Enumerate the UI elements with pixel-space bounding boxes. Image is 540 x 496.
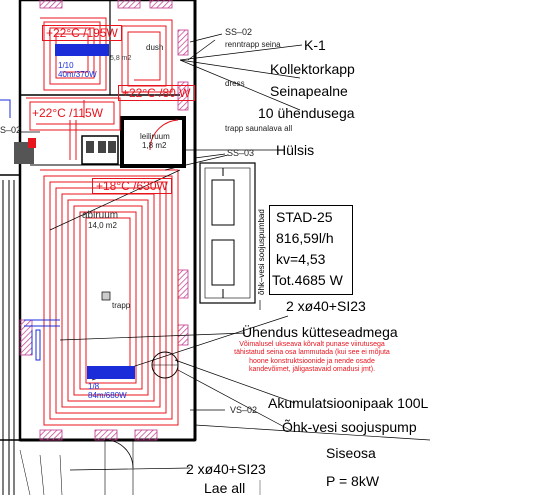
label-uhendusega: 10 ühendusega xyxy=(258,105,355,121)
heat-pump-outline xyxy=(199,162,256,304)
room-name-leiliruum: leiliruum xyxy=(140,132,170,141)
spec-tehnoruum: 84m/680W xyxy=(88,391,127,400)
note-demolition: Võimalusel ukseava kõrvalt punase viirut… xyxy=(234,341,390,374)
loop-tehnoruum: 1/8 xyxy=(88,382,100,391)
label-renntrapp: renntrapp seina xyxy=(225,40,281,49)
temp-eesruum: +22°C /115W xyxy=(32,106,103,120)
dush-label: dush xyxy=(146,43,164,52)
label-ss03: SS–03 xyxy=(227,148,255,158)
label-hulsis: Hülsis xyxy=(276,142,315,158)
label-uhendus: Ühendus kütteseadmega xyxy=(242,324,398,340)
area-uldruum: 5,8 m2 xyxy=(110,55,132,62)
label-ohk-vesi-vertical: õhk–vesi soojuspumbad xyxy=(257,209,266,295)
stad-title: STAD-25 xyxy=(276,209,333,225)
label-vs02: VS–02 xyxy=(230,405,258,415)
label-k1: K-1 xyxy=(304,37,326,53)
temp-uldruum: +22°C /195W xyxy=(42,25,122,41)
stad-kv: kv=4,53 xyxy=(276,251,326,267)
label-trapp-saunalava: trapp saunalava all xyxy=(225,124,293,133)
door-swings xyxy=(149,119,179,151)
sauna-box xyxy=(120,116,186,168)
label-akumulatsioonipaak: Akumulatsioonipaak 100L xyxy=(268,395,429,411)
area-leiliruum: 1,8 m2 xyxy=(142,141,167,150)
stad-box xyxy=(269,205,353,295)
label-seinapealne: Seinapealne xyxy=(270,83,348,99)
label-lae-all: Lae all xyxy=(204,480,246,496)
label-dress: dress xyxy=(225,79,245,88)
floor-drain xyxy=(101,291,111,301)
heating-loops xyxy=(26,17,179,426)
label-kollektorkapp: Kollektorkapp xyxy=(270,61,355,77)
loop-uldruum: 1/10 xyxy=(58,61,74,70)
label-s02-left: S–02 xyxy=(0,125,22,135)
room-label-uldruum xyxy=(55,44,109,56)
pipe-upper: 2 xø40+SI23 xyxy=(286,298,366,314)
spec-uldruum: 40m/370W xyxy=(58,70,97,79)
room-name-abiruum: abiruum xyxy=(82,210,119,221)
heat-pump-unit-2 xyxy=(211,239,235,286)
room-label-tehnoruum xyxy=(87,366,135,379)
temp-saun: +22°C /80 W xyxy=(118,85,195,101)
label-siseosa: Siseosa xyxy=(326,445,376,461)
manifold-pipes xyxy=(0,99,60,361)
area-abiruum: 14,0 m2 xyxy=(88,221,117,230)
temp-abiruum: +18°C /630W xyxy=(92,178,172,194)
label-ohk-vesi-pump: Õhk-vesi soojuspump xyxy=(282,419,417,435)
label-power: P = 8kW xyxy=(326,473,380,489)
trapp-label: trapp xyxy=(112,301,131,310)
label-ss02-top: SS–02 xyxy=(225,27,253,37)
heat-pump-unit-1 xyxy=(211,179,235,226)
stad-tot: Tot.4685 W xyxy=(272,272,343,288)
stad-flow: 816,59l/h xyxy=(276,230,334,246)
pipe-lower: 2 xø40+SI23 xyxy=(186,461,266,477)
